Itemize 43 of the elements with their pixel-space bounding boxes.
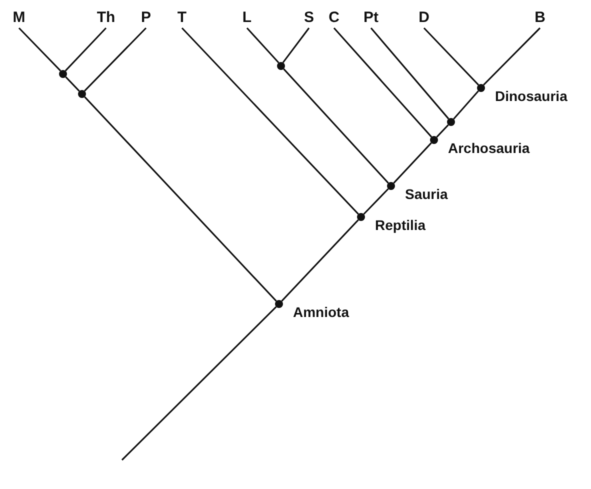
branch-line bbox=[181, 27, 359, 215]
branch-line bbox=[423, 27, 480, 86]
taxon-label: B bbox=[534, 9, 546, 27]
branch-line bbox=[281, 219, 359, 302]
branch-line bbox=[84, 27, 147, 92]
clade-label: Sauria bbox=[405, 186, 448, 203]
branch-node-dot bbox=[357, 213, 365, 221]
branch-line bbox=[84, 96, 277, 302]
branch-line bbox=[282, 28, 310, 64]
branch-node-dot bbox=[59, 70, 67, 78]
branch-node-dot bbox=[477, 84, 485, 92]
branch-line bbox=[121, 306, 277, 461]
branch-line bbox=[18, 27, 62, 72]
clade-label: Dinosauria bbox=[495, 88, 568, 105]
branch-line bbox=[64, 27, 107, 72]
taxon-label: M bbox=[12, 9, 26, 27]
taxon-label: Th bbox=[96, 9, 116, 27]
taxon-label: P bbox=[141, 9, 151, 27]
branch-line bbox=[393, 142, 432, 184]
branch-node-dot bbox=[277, 62, 285, 70]
branch-line bbox=[453, 90, 479, 120]
branch-line bbox=[370, 27, 450, 120]
taxon-label: Pt bbox=[364, 9, 378, 27]
taxon-label: C bbox=[328, 9, 340, 27]
branch-line bbox=[483, 27, 541, 86]
branch-node-dot bbox=[275, 300, 283, 308]
branch-line bbox=[363, 188, 389, 215]
taxon-label: D bbox=[418, 9, 430, 27]
branch-node-dot bbox=[78, 90, 86, 98]
branch-line bbox=[436, 124, 449, 138]
branch-line bbox=[283, 68, 389, 184]
branch-node-dot bbox=[430, 136, 438, 144]
branch-node-dot bbox=[387, 182, 395, 190]
clade-label: Amniota bbox=[293, 304, 349, 321]
branch-node-dot bbox=[447, 118, 455, 126]
clade-label: Reptilia bbox=[375, 217, 426, 234]
branch-line bbox=[333, 27, 432, 138]
taxon-label: L bbox=[242, 9, 252, 27]
clade-label: Archosauria bbox=[448, 140, 530, 157]
taxon-label: S bbox=[304, 9, 314, 27]
branch-line bbox=[246, 27, 280, 64]
branch-line bbox=[65, 76, 80, 92]
taxon-label: T bbox=[177, 9, 187, 27]
